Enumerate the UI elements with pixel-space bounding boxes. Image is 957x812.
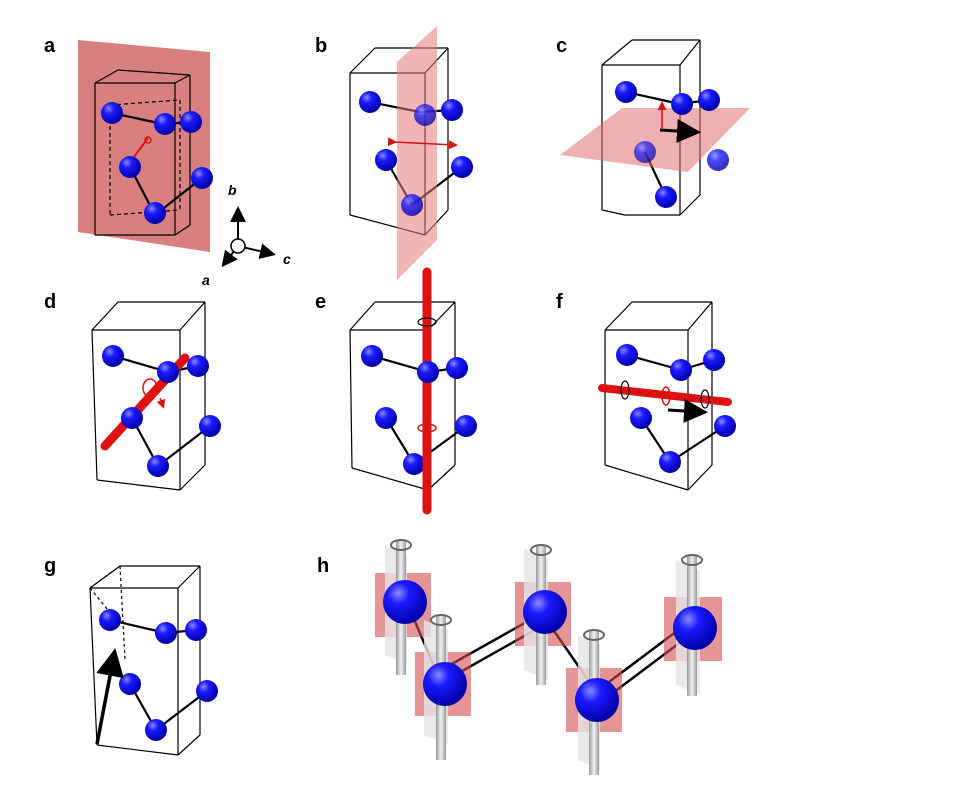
atom (714, 415, 736, 437)
atom (359, 91, 381, 113)
chain-atom-3 (515, 544, 571, 685)
atom (185, 619, 207, 641)
axis-label-a: a (202, 272, 210, 288)
panel-a: a (44, 35, 291, 288)
panel-h: h (317, 539, 722, 775)
panel-label-a: a (44, 35, 56, 57)
panel-c: c (556, 35, 750, 216)
panel-label-e: e (315, 291, 326, 313)
translation-arrow-icon (667, 398, 708, 423)
atom (121, 407, 143, 429)
atom (616, 344, 638, 366)
panel-label-h: h (317, 555, 329, 577)
atom (655, 186, 677, 208)
panel-label-c: c (556, 35, 567, 57)
atom (361, 345, 383, 367)
coordinate-axes-icon: b c a (202, 182, 291, 288)
mirror-plane-icon (560, 108, 750, 172)
atom (615, 81, 637, 103)
atom (707, 149, 729, 171)
atom (375, 149, 397, 171)
atom (191, 167, 213, 189)
atom (145, 719, 167, 741)
chain-atom-5 (664, 554, 722, 696)
atom (414, 104, 436, 126)
atom (417, 361, 439, 383)
atom (157, 361, 179, 383)
atom (154, 113, 176, 135)
axis-label-c: c (283, 251, 291, 267)
unit-cell (604, 301, 713, 491)
unit-cell (89, 565, 201, 756)
atom (196, 680, 218, 702)
atom (199, 415, 221, 437)
atom (180, 111, 202, 133)
atom (634, 141, 656, 163)
atom (144, 202, 166, 224)
panel-d: d (44, 291, 221, 491)
chain-atom-4 (566, 629, 622, 775)
translation-arrow-icon (659, 118, 701, 143)
atom (119, 673, 141, 695)
unit-cell (91, 301, 206, 491)
atom (630, 407, 652, 429)
atom (403, 453, 425, 475)
atom (703, 349, 725, 371)
panel-g: g (44, 555, 218, 756)
atom (102, 345, 124, 367)
mirror-plane-icon (397, 26, 437, 280)
panel-e: e (315, 267, 477, 515)
atom (147, 455, 169, 477)
atom (698, 89, 720, 111)
atom (101, 102, 123, 124)
atom (119, 156, 141, 178)
atom (155, 622, 177, 644)
atom (670, 359, 692, 381)
panel-label-f: f (556, 291, 563, 313)
axis-label-b: b (228, 182, 237, 198)
panel-f: f (556, 291, 736, 491)
panel-label-g: g (44, 555, 56, 577)
translation-arrow-icon (95, 648, 124, 745)
atom (441, 99, 463, 121)
panel-label-d: d (44, 291, 56, 313)
atom (187, 355, 209, 377)
atom (99, 609, 121, 631)
atom (455, 415, 477, 437)
unit-cell (601, 39, 701, 216)
chain-atom-2 (415, 614, 471, 760)
atom (401, 194, 423, 216)
atom (446, 357, 468, 379)
unit-cell (94, 69, 191, 236)
atom (659, 451, 681, 473)
chain-atom-1 (375, 539, 431, 675)
atom (375, 407, 397, 429)
panel-label-b: b (315, 35, 327, 57)
atom (451, 156, 473, 178)
unit-cell (349, 301, 456, 491)
panel-b: b (315, 26, 473, 280)
atom (671, 93, 693, 115)
